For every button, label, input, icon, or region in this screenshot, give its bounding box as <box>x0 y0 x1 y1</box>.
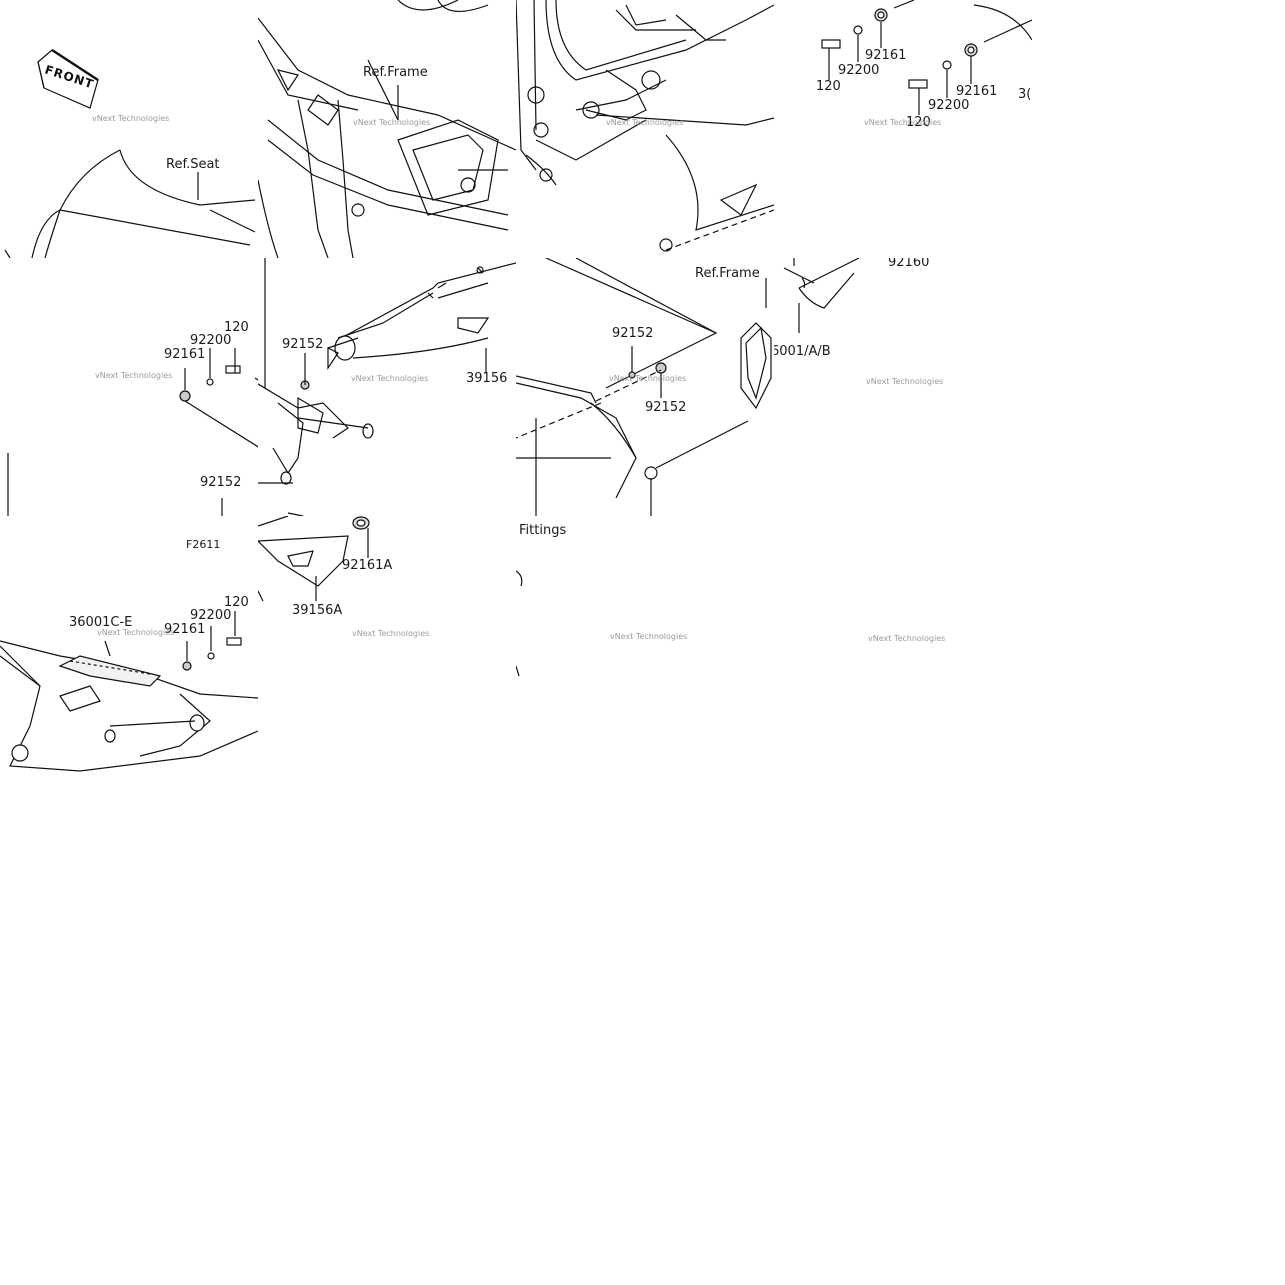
tile-r2c4: 92160 6001/A/B vNext Technologies <box>774 258 1032 516</box>
watermark: vNext Technologies <box>353 118 431 127</box>
frame-sketch-mid <box>516 0 774 252</box>
side-cover-sketch <box>783 258 860 333</box>
label-6001: 6001/A/B <box>774 344 831 359</box>
tile-r1c4: 120 92200 92161 120 92200 92161 3( vNext… <box>774 0 1032 258</box>
fittings-sketch <box>516 570 523 677</box>
label-39156: 39156 <box>466 371 508 386</box>
label-92161: 92161 <box>164 622 206 637</box>
label-92161: 92161 <box>956 84 998 99</box>
label-92152: 92152 <box>282 337 324 352</box>
label-92161: 92161 <box>164 347 206 362</box>
label-36001: 36001C-E <box>69 615 133 630</box>
watermark: vNext Technologies <box>610 632 688 641</box>
label-120: 120 <box>816 79 841 94</box>
label-39156a: 39156A <box>292 603 343 618</box>
footrest-sketch <box>258 258 516 516</box>
cover-frame-sketch <box>516 258 772 516</box>
label-ref-seat: Ref.Seat <box>166 157 220 172</box>
label-part-cut: 3( <box>1018 87 1032 102</box>
tile-r3c3: Fittings vNext Technologies <box>516 516 774 774</box>
tile-r2c2: 92152 39156 vNext Technologies <box>258 258 516 516</box>
tile-r2c3: 92152 92152 Ref.Frame vNext Technologies <box>516 258 774 516</box>
label-ref-frame-2: Ref.Frame <box>695 266 760 281</box>
label-120: 120 <box>224 320 249 335</box>
frame-sketch-top <box>258 0 516 258</box>
watermark: vNext Technologies <box>351 374 429 383</box>
watermark: vNext Technologies <box>95 371 173 380</box>
watermark: vNext Technologies <box>352 629 430 638</box>
watermark: vNext Technologies <box>868 634 946 643</box>
trim-sketch <box>258 516 370 602</box>
label-92200: 92200 <box>190 608 232 623</box>
label-fittings: Fittings <box>519 523 567 538</box>
label-f2611: F2611 <box>186 538 221 551</box>
label-92152: 92152 <box>200 475 242 490</box>
watermark: vNext Technologies <box>866 377 944 386</box>
label-92152: 92152 <box>612 326 654 341</box>
tile-r1c3: vNext Technologies <box>516 0 774 258</box>
tile-r2c1: 120 92200 92161 92152 vNext Technologies <box>0 258 258 516</box>
hardware-sketch-a <box>821 0 1032 115</box>
label-120: 120 <box>906 115 931 130</box>
tile-r3c2: 92161A 39156A vNext Technologies <box>258 516 516 774</box>
label-92200: 92200 <box>190 333 232 348</box>
label-92200: 92200 <box>838 63 880 78</box>
label-92200: 92200 <box>928 98 970 113</box>
watermark: vNext Technologies <box>609 374 687 383</box>
seat-sketch <box>4 48 256 258</box>
label-92161: 92161 <box>865 48 907 63</box>
watermark: vNext Technologies <box>606 118 684 127</box>
tile-r1c2: Ref.Frame vNext Technologies <box>258 0 516 258</box>
label-ref-frame-1: Ref.Frame <box>363 65 428 80</box>
watermark: vNext Technologies <box>97 628 175 637</box>
watermark: vNext Technologies <box>864 118 942 127</box>
label-92152: 92152 <box>645 400 687 415</box>
bracket-sketch <box>7 348 258 516</box>
front-cover-sketch <box>0 611 258 772</box>
tile-r3c4: vNext Technologies <box>774 516 1032 774</box>
label-92161a: 92161A <box>342 558 393 573</box>
tile-r3c1: F2611 120 92200 92161 36001C-E vNext Tec… <box>0 516 258 774</box>
label-92160: 92160 <box>888 258 930 270</box>
label-120: 120 <box>224 595 249 610</box>
watermark: vNext Technologies <box>92 114 170 123</box>
tile-r1c1: FRONT Ref.Seat vNext Technologies <box>0 0 258 258</box>
